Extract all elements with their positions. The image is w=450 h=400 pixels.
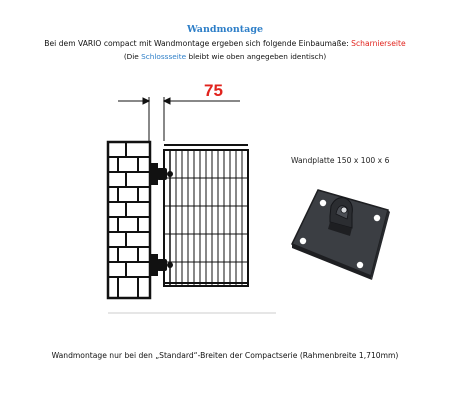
page-title: Wandmontage xyxy=(186,24,264,35)
wall-plate xyxy=(290,189,390,280)
hinge-side-highlight: Scharnierseite xyxy=(351,39,406,48)
dimension-line xyxy=(118,97,240,141)
mounting-dimensions-prefix: Bei dem VARIO compact mit Wandmontage er… xyxy=(44,39,352,48)
footer-note: Wandmontage nur bei den „Standard“-Breit… xyxy=(51,351,399,360)
dimension-value: 75 xyxy=(204,81,223,100)
lock-side-note: (Die Schlossseite bleibt wie oben angege… xyxy=(0,52,450,61)
lock-side-note-prefix: (Die xyxy=(123,52,142,61)
lock-side-note-suffix: bleibt wie oben angegeben identisch) xyxy=(186,52,327,61)
mounting-dimensions-text: Bei dem VARIO compact mit Wandmontage er… xyxy=(0,39,450,48)
lock-side-highlight: Schlossseite xyxy=(141,52,187,61)
gate-panel xyxy=(163,144,249,287)
wall-plate-label: Wandplatte 150 x 100 x 6 xyxy=(291,156,390,165)
brick-wall xyxy=(106,140,152,300)
